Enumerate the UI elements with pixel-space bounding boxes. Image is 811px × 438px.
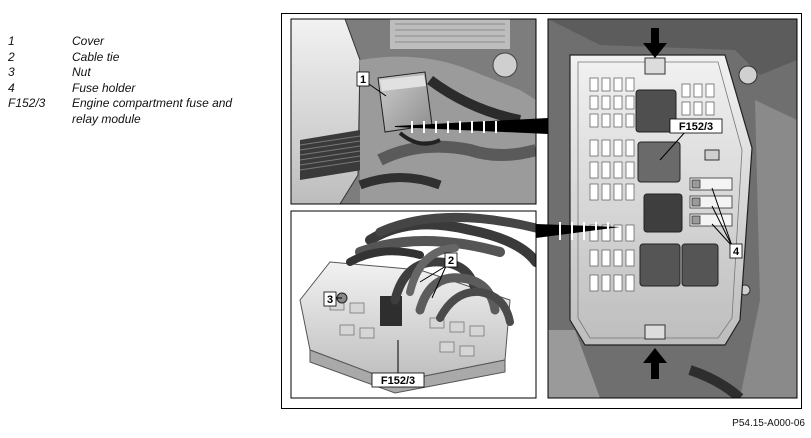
legend-desc: Cable tie	[72, 49, 120, 64]
legend-key: F152/3	[8, 96, 46, 110]
engine-bay-overview-panel	[290, 18, 537, 205]
legend-item-fuse-relay-module: F152/3 Engine compartment fuse and relay…	[8, 96, 278, 127]
callout-fuse-holder: 4	[711, 187, 743, 259]
legend-item-cover: 1 Cover	[8, 34, 278, 50]
legend-desc: Engine compartment fuse and relay module	[72, 96, 233, 126]
callout-cable-tie: 2	[419, 252, 458, 299]
legend-desc: Nut	[72, 65, 91, 79]
module-closeup-panel	[547, 18, 798, 399]
legend-key: 3	[8, 65, 15, 79]
legend-item-nut: 3 Nut	[8, 65, 278, 81]
arrow-down-icon	[643, 28, 667, 58]
connector-band-bottom	[536, 222, 620, 240]
callout-label-nut: 3	[327, 294, 333, 306]
callout-label-module-bottom: F152/3	[381, 375, 415, 387]
callout-cover: 1	[356, 71, 387, 97]
legend-key: 1	[8, 34, 15, 48]
callout-label-fuse-holder: 4	[733, 246, 740, 258]
callout-label-cover: 1	[360, 74, 366, 86]
legend: 1 Cover 2 Cable tie 3 Nut 4 Fuse holder …	[8, 34, 278, 127]
figure-code: P54.15-A000-06	[732, 418, 805, 429]
callout-module-right: F152/3	[659, 118, 723, 161]
callout-label-module-right: F152/3	[679, 121, 713, 133]
callout-nut: 3	[323, 291, 342, 307]
callout-module-bottom: F152/3	[371, 340, 425, 388]
callout-label-cable-tie: 2	[448, 255, 454, 267]
arrow-up-icon	[643, 348, 667, 379]
legend-item-cable-tie: 2 Cable tie	[8, 50, 278, 66]
legend-item-fuse-holder: 4 Fuse holder	[8, 81, 278, 97]
legend-desc: Fuse holder	[72, 80, 136, 95]
legend-desc: Cover	[72, 34, 105, 48]
legend-key: 4	[8, 80, 15, 95]
connector-band-top	[395, 118, 548, 134]
legend-key: 2	[8, 49, 15, 64]
